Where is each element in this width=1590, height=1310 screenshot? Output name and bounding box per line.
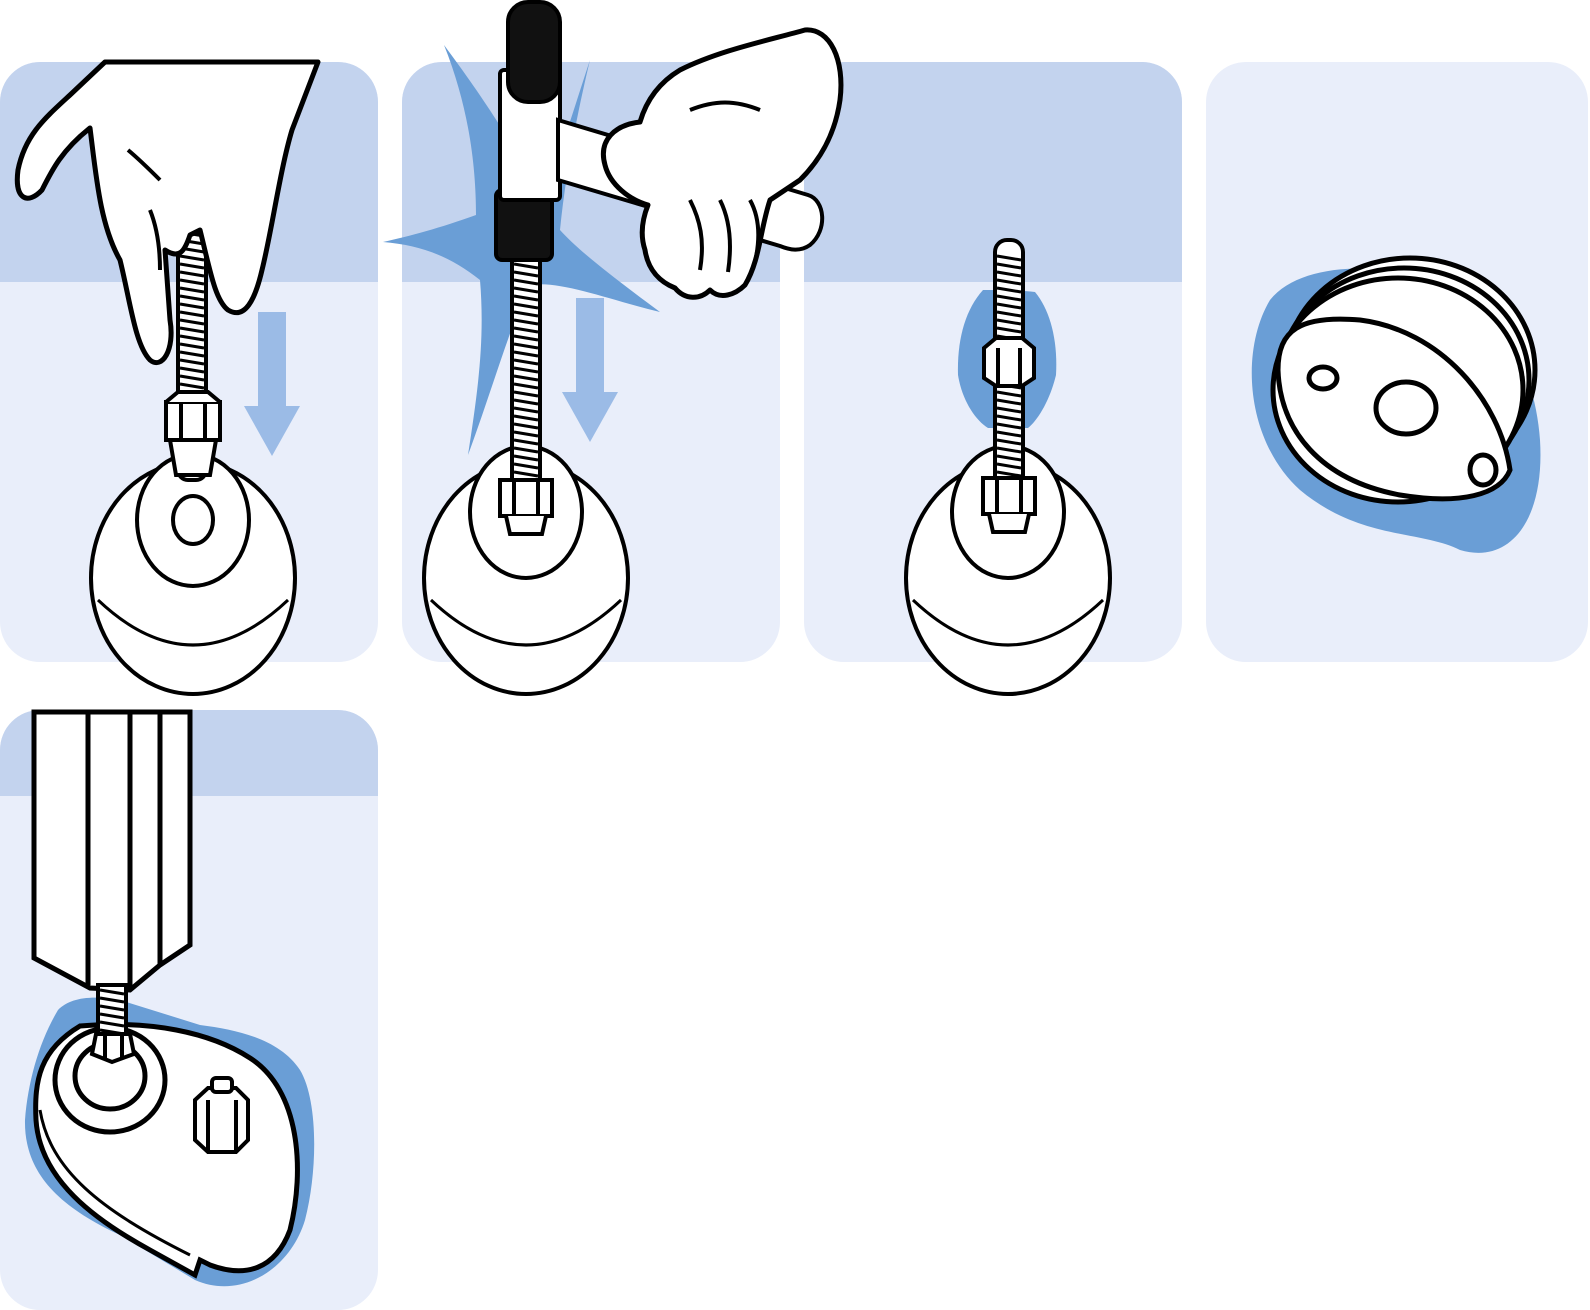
thread-mark — [996, 398, 1022, 406]
hex-nut-icon — [89, 1032, 137, 1065]
thread-mark — [513, 366, 539, 374]
hand-icon — [601, 27, 844, 300]
thread-mark — [513, 326, 539, 334]
thread-mark — [179, 382, 205, 390]
thread-mark — [996, 262, 1022, 270]
thread-mark — [513, 350, 539, 358]
thread-mark — [996, 310, 1022, 318]
threaded-stud-icon — [96, 983, 128, 1037]
hex-nut-icon — [982, 336, 1036, 388]
thread-mark — [996, 414, 1022, 422]
mount-hole — [1306, 364, 1340, 392]
thread-mark — [513, 390, 539, 398]
thread-mark — [513, 294, 539, 302]
hex-nut-icon — [498, 478, 554, 536]
thread-mark — [513, 462, 539, 470]
hand-icon — [14, 59, 321, 365]
thread-mark — [996, 462, 1022, 470]
thread-mark — [513, 382, 539, 390]
thread-mark — [179, 302, 205, 310]
thread-mark — [513, 310, 539, 318]
thread-mark — [513, 422, 539, 430]
thread-mark — [513, 454, 539, 462]
thread-mark — [179, 254, 205, 262]
thread-mark — [513, 278, 539, 286]
thread-mark — [996, 302, 1022, 310]
thread-mark — [513, 318, 539, 326]
stud-thread-marks — [513, 254, 539, 478]
thread-mark — [179, 294, 205, 302]
thread-mark — [996, 270, 1022, 278]
thread-mark — [513, 286, 539, 294]
thread-mark — [513, 414, 539, 422]
step-2 — [383, 0, 844, 696]
thread-mark — [513, 430, 539, 438]
thread-mark — [179, 286, 205, 294]
thread-mark — [179, 262, 205, 270]
thread-mark — [513, 342, 539, 350]
thread-mark — [996, 430, 1022, 438]
thread-mark — [513, 470, 539, 478]
thread-mark — [179, 342, 205, 350]
thread-mark — [179, 350, 205, 358]
thread-mark — [179, 374, 205, 382]
step-1 — [14, 59, 321, 696]
thread-mark — [99, 1020, 125, 1028]
thread-mark — [513, 270, 539, 278]
thread-mark — [996, 422, 1022, 430]
thread-mark — [996, 406, 1022, 414]
center-hole — [1373, 379, 1439, 437]
step-3 — [904, 238, 1112, 696]
thread-mark — [99, 1004, 125, 1012]
thread-mark — [99, 1012, 125, 1020]
thread-mark — [996, 278, 1022, 286]
anti-vibration-pad-icon — [1270, 255, 1538, 505]
step-4 — [1251, 255, 1541, 553]
hex-nut-icon — [193, 1076, 250, 1154]
arrow-down-icon — [244, 312, 300, 456]
thread-mark — [179, 318, 205, 326]
threaded-stud-icon — [510, 248, 542, 502]
thread-mark — [996, 390, 1022, 398]
thread-mark — [513, 398, 539, 406]
thread-mark — [179, 278, 205, 286]
leveling-foot-icon — [89, 452, 297, 696]
thread-mark — [99, 988, 125, 996]
thread-mark — [513, 446, 539, 454]
thread-mark — [996, 446, 1022, 454]
thread-mark — [513, 302, 539, 310]
arrow-down-icon — [562, 298, 618, 442]
thread-mark — [179, 366, 205, 374]
thread-mark — [179, 310, 205, 318]
thread-mark — [996, 286, 1022, 294]
thread-mark — [513, 334, 539, 342]
thread-mark — [513, 358, 539, 366]
thread-mark — [99, 996, 125, 1004]
thread-mark — [996, 470, 1022, 478]
aluminium-profile-icon — [31, 709, 193, 993]
thread-mark — [996, 438, 1022, 446]
mount-hole — [1467, 452, 1499, 488]
thread-mark — [179, 326, 205, 334]
hex-nut-icon — [981, 476, 1037, 534]
step-5 — [24, 709, 315, 1287]
thread-mark — [513, 438, 539, 446]
thread-mark — [179, 270, 205, 278]
hex-nut-icon — [164, 390, 222, 442]
thread-mark — [179, 334, 205, 342]
thread-mark — [996, 294, 1022, 302]
thread-mark — [513, 262, 539, 270]
thread-mark — [996, 326, 1022, 334]
thread-mark — [996, 318, 1022, 326]
thread-mark — [996, 254, 1022, 262]
thread-mark — [179, 358, 205, 366]
thread-mark — [513, 406, 539, 414]
thread-mark — [513, 374, 539, 382]
thread-mark — [996, 454, 1022, 462]
